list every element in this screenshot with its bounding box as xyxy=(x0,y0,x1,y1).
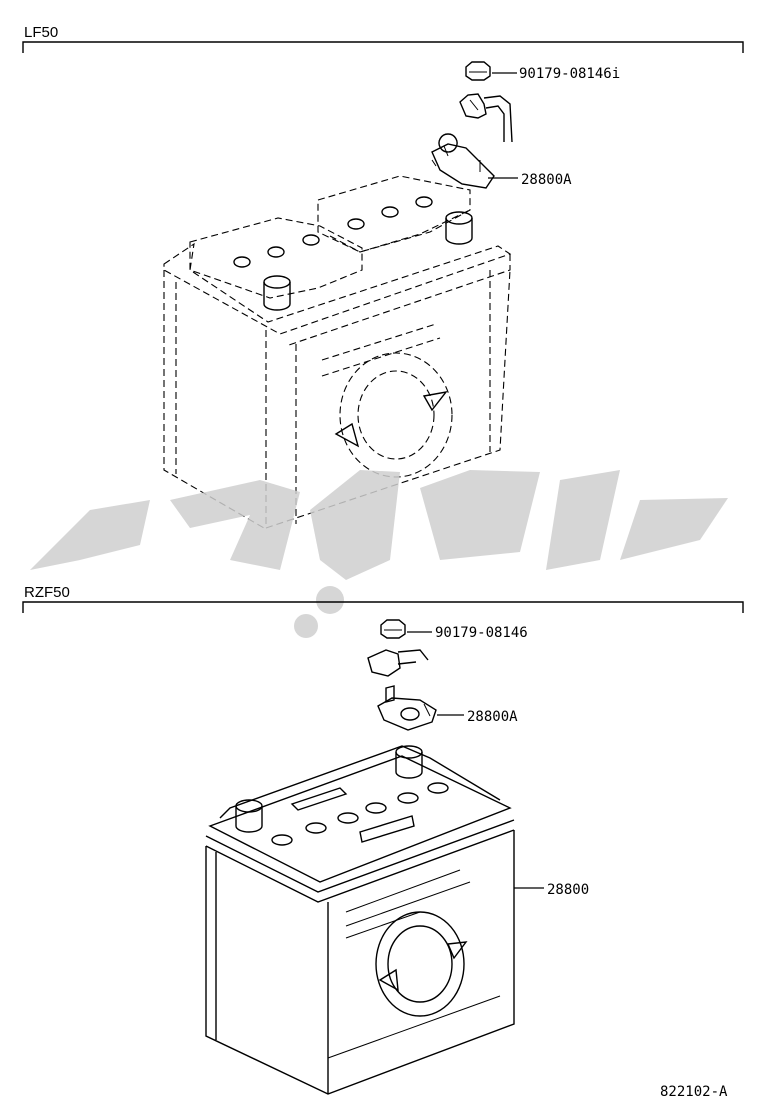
section-label-rzf50: RZF50 xyxy=(24,584,70,601)
lf-nut-icon xyxy=(465,61,491,81)
lf-nut-part-number: 90179-08146i xyxy=(519,66,620,82)
rz-nut-part-number: 90179-08146 xyxy=(435,625,528,641)
section-label-lf50: LF50 xyxy=(24,24,58,41)
lf-clamp-part-number: 28800A xyxy=(521,172,572,188)
lf-clamp-icon xyxy=(431,133,495,189)
rz-nut-icon xyxy=(380,619,406,639)
watermark-logo xyxy=(30,470,728,638)
section-bracket-lf50 xyxy=(22,41,744,53)
rzf50-battery-icon xyxy=(205,745,515,1095)
rz-clamp-part-number: 28800A xyxy=(467,709,518,725)
section-rzf50: RZF50 90179-08146 28800A xyxy=(22,584,744,1095)
lf-cable-terminal-icon xyxy=(459,93,513,143)
rz-clamp-icon xyxy=(377,697,437,731)
section-lf50: LF50 90179-08146i 28800A xyxy=(22,24,744,529)
diagram-code: 822102-A xyxy=(660,1084,728,1100)
rz-battery-part-number: 28800 xyxy=(547,882,589,898)
section-bracket-rzf50 xyxy=(22,601,744,613)
rz-cable-terminal-icon xyxy=(367,649,429,703)
